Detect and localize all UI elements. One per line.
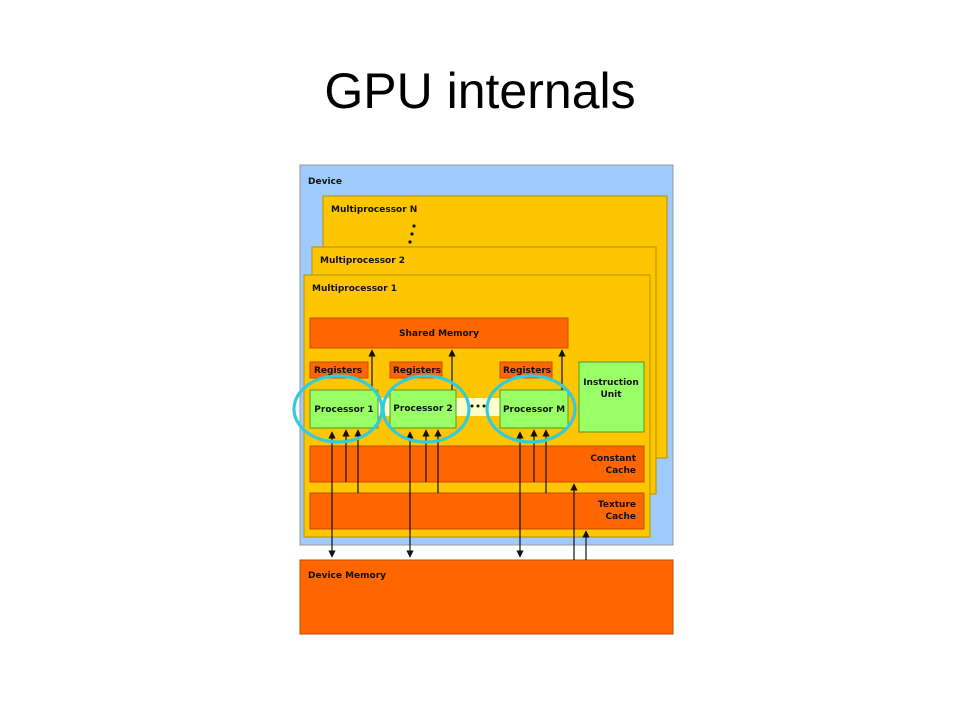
- device-memory-label: Device Memory: [308, 571, 386, 581]
- processor-box-2: [389, 389, 457, 429]
- constant-cache-label-line2: Cache: [605, 466, 636, 476]
- texture-cache-label-line1: Texture: [598, 500, 636, 510]
- processor-box-3: [499, 389, 569, 429]
- ellipsis-dots-vertical: [408, 224, 416, 244]
- instruction-unit-box: [578, 361, 645, 433]
- processor-box-1: [309, 389, 379, 429]
- registers-label-2: Registers: [393, 366, 441, 376]
- multiprocessor-n-label: Multiprocessor N: [331, 205, 417, 215]
- shared-memory-box: [309, 317, 569, 349]
- processor-label-3: Processor M: [503, 405, 565, 415]
- highlight-ring-processor-2: [381, 374, 471, 444]
- device-label: Device: [308, 177, 342, 187]
- constant-cache-box: [309, 445, 645, 483]
- instruction-unit-label-line1: Instruction: [583, 378, 639, 388]
- highlight-rings: [292, 374, 577, 444]
- registers-box-1: [309, 361, 369, 379]
- highlight-ring-processor-m: [485, 374, 577, 444]
- registers-label-3: Registers: [503, 366, 551, 376]
- instruction-unit-label-line2: Unit: [600, 390, 622, 400]
- texture-cache-label-line2: Cache: [605, 512, 636, 522]
- texture-cache-box: [309, 492, 645, 530]
- processor-label-1: Processor 1: [314, 405, 373, 415]
- slide-title: GPU internals: [324, 63, 636, 119]
- device-memory-box: [299, 559, 674, 635]
- shared-memory-label: Shared Memory: [399, 329, 479, 339]
- ellipsis-dots-horizontal: [470, 404, 486, 408]
- processor-label-2: Processor 2: [393, 404, 452, 414]
- registers-box-3: [499, 361, 553, 379]
- multiprocessor-2-label: Multiprocessor 2: [320, 256, 405, 266]
- multiprocessor-1-label: Multiprocessor 1: [312, 284, 397, 294]
- constant-cache-label-line1: Constant: [590, 454, 636, 464]
- registers-label-1: Registers: [314, 366, 362, 376]
